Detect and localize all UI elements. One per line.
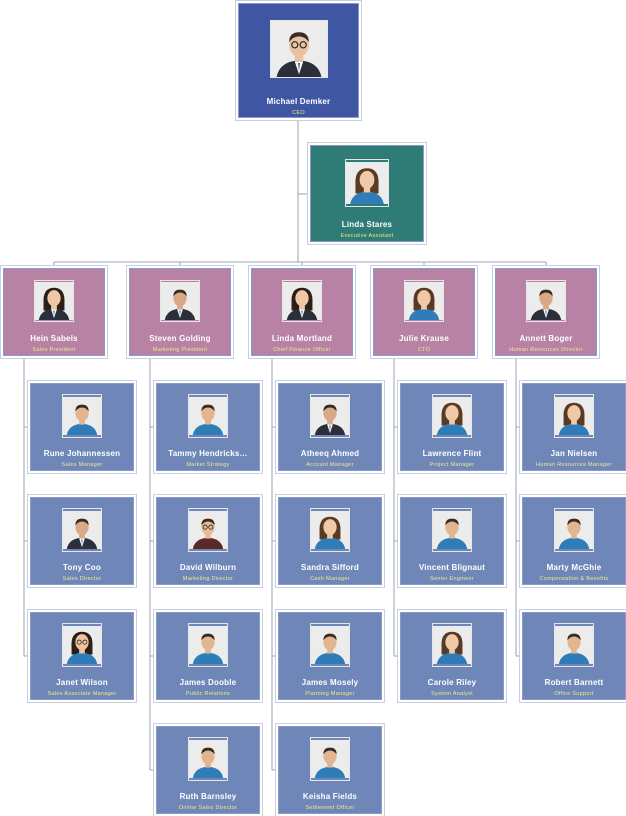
person-name: Michael Demker: [266, 97, 331, 106]
member-card[interactable]: Tammy Hendricks… Market Strategy: [156, 383, 260, 471]
man-glasses-icon: [188, 508, 228, 552]
person-title: Marketing Director: [182, 576, 234, 582]
person-title: CEO: [292, 110, 305, 116]
person-name: Steven Golding: [149, 334, 211, 343]
person-title: Human Resources Director: [509, 347, 583, 353]
woman-smiling-icon: [404, 280, 444, 322]
person-name: David Wilburn: [179, 563, 237, 572]
person-title: Public Relations: [185, 691, 231, 697]
person-name: Jan Nielsen: [550, 449, 598, 458]
person-name: Rune Johannessen: [43, 449, 121, 458]
person-title: Compensation & Benefits: [539, 576, 609, 582]
person-title: Sales Associate Manager: [47, 691, 117, 697]
man-casual-icon: [432, 508, 472, 552]
person-name: Tammy Hendricks…: [168, 449, 248, 458]
woman-smiling-icon: [310, 508, 350, 552]
man-casual-icon: [310, 737, 350, 781]
person-title: Chief Finance Officer: [273, 347, 331, 353]
person-name: Sandra Sifford: [301, 563, 359, 572]
person-title: Account Manager: [306, 462, 354, 468]
man-suit-icon: [62, 508, 102, 552]
man-casual-icon: [62, 394, 102, 438]
man-suit-icon: [160, 280, 200, 322]
person-title: Sales Director: [62, 576, 102, 582]
woman-smiling-icon: [432, 394, 472, 438]
man-suit-glasses-icon: [269, 20, 328, 78]
person-title: Sales President: [32, 347, 76, 353]
person-name: Carole Riley: [427, 678, 477, 687]
person-title: Executive Assistant: [340, 233, 394, 239]
person-title: Settlement Officer: [305, 805, 355, 811]
person-title: Cash Manager: [310, 576, 350, 582]
person-title: CTO: [417, 347, 431, 353]
person-name: Linda Stares: [341, 220, 393, 229]
person-name: Vincent Blignaut: [418, 563, 486, 572]
person-name: James Mosely: [301, 678, 359, 687]
person-name: Hein Sabels: [30, 334, 78, 343]
man-suit-icon: [310, 394, 350, 438]
person-title: Senior Engineer: [430, 576, 474, 582]
person-name: Marty McGhie: [546, 563, 602, 572]
person-name: Atheeq Ahmed: [300, 449, 360, 458]
woman-suit-icon: [282, 280, 322, 322]
person-name: Ruth Barnsley: [179, 792, 237, 801]
man-casual-icon: [310, 623, 350, 667]
person-name: Julie Krause: [399, 334, 449, 343]
person-name: Lawrence Flint: [422, 449, 482, 458]
woman-glasses-icon: [62, 623, 102, 667]
person-title: Market Strategy: [186, 462, 230, 468]
man-casual-icon: [188, 394, 228, 438]
person-name: Robert Barnett: [544, 678, 604, 687]
man-casual-icon: [554, 508, 594, 552]
person-title: Sales Manager: [61, 462, 103, 468]
woman-smiling-icon: [345, 159, 389, 207]
person-name: Linda Mortland: [271, 334, 333, 343]
woman-suit-icon: [34, 280, 74, 322]
person-title: Marketing President: [152, 347, 208, 353]
person-name: Annett Boger: [519, 334, 573, 343]
woman-smiling-icon: [432, 623, 472, 667]
person-title: Online Sales Director: [178, 805, 238, 811]
person-name: Keisha Fields: [302, 792, 358, 801]
man-casual-icon: [188, 623, 228, 667]
person-name: James Dooble: [179, 678, 237, 687]
man-casual-icon: [188, 737, 228, 781]
woman-smiling-icon: [554, 394, 594, 438]
man-suit-icon: [526, 280, 566, 322]
person-title: Planning Manager: [305, 691, 355, 697]
person-title: Project Manager: [429, 462, 475, 468]
man-casual-icon: [554, 623, 594, 667]
person-title: Office Support: [554, 691, 594, 697]
person-name: Tony Coo: [63, 563, 101, 572]
person-name: Janet Wilson: [56, 678, 108, 687]
person-title: Human Resources Manager: [536, 462, 612, 468]
person-title: System Analyst: [431, 691, 473, 697]
